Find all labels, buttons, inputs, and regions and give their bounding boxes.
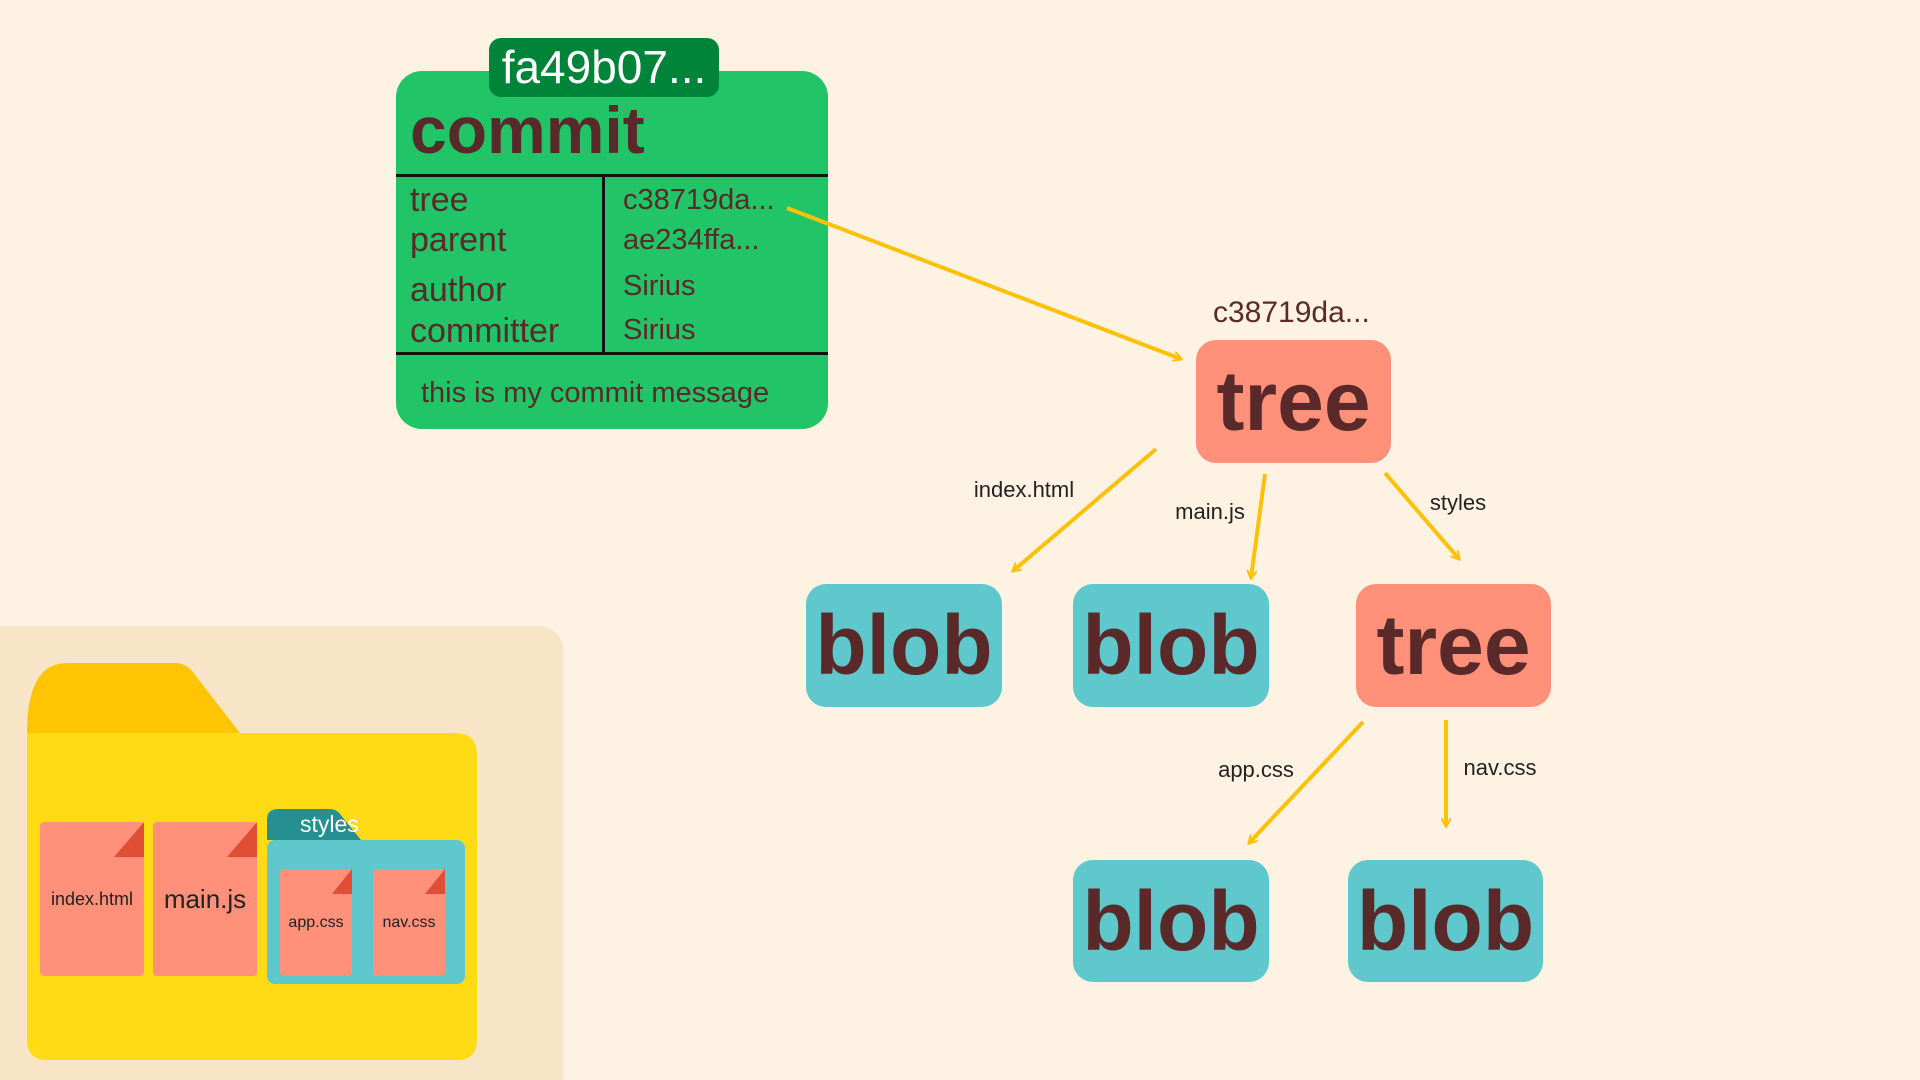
- file-fold-icon: [227, 822, 257, 857]
- file-fold-icon: [332, 869, 352, 894]
- file-label: index.html: [50, 888, 134, 909]
- file-fold-icon: [425, 869, 445, 894]
- divider: [396, 352, 828, 355]
- edge-label-index-html: index.html: [973, 477, 1075, 502]
- divider: [396, 174, 828, 177]
- field-value-author: Sirius: [623, 270, 696, 302]
- blob-node-nav-css: blob: [1348, 860, 1543, 982]
- file-label: app.css: [288, 913, 344, 931]
- arrow-index-html: [1013, 447, 1158, 571]
- edge-label-nav-css: nav.css: [1463, 755, 1537, 780]
- field-key-parent: parent: [410, 221, 507, 259]
- blob-node-main-js: blob: [1073, 584, 1269, 707]
- arrow-commit-to-tree: [786, 206, 1181, 359]
- blob-node-index-html: blob: [806, 584, 1002, 707]
- file-label: main.js: [163, 883, 247, 914]
- file-main-js: main.js: [153, 822, 257, 976]
- blob-node-app-css: blob: [1073, 860, 1269, 982]
- field-key-committer: committer: [410, 312, 560, 350]
- root-tree-hash: c38719da...: [1213, 296, 1370, 329]
- arrow-styles: [1383, 471, 1459, 559]
- file-app-css: app.css: [280, 869, 352, 976]
- root-tree-node: tree: [1196, 340, 1391, 463]
- subfolder-label-styles: styles: [300, 811, 359, 837]
- field-key-author: author: [410, 271, 507, 309]
- edge-label-styles: styles: [1429, 490, 1487, 515]
- commit-hash-badge: fa49b07...: [489, 38, 719, 97]
- commit-object: [396, 71, 828, 429]
- commit-message: this is my commit message: [421, 377, 770, 409]
- file-fold-icon: [114, 822, 144, 857]
- divider: [602, 176, 605, 353]
- file-nav-css: nav.css: [373, 869, 445, 976]
- arrow-main-js: [1251, 473, 1267, 578]
- file-index-html: index.html: [40, 822, 144, 976]
- commit-title: commit: [410, 93, 645, 167]
- field-key-tree: tree: [410, 181, 469, 219]
- edge-label-main-js: main.js: [1175, 499, 1245, 524]
- tree-node-styles: tree: [1356, 584, 1551, 707]
- field-value-parent: ae234ffa...: [623, 224, 760, 256]
- edge-label-app-css: app.css: [1218, 757, 1294, 782]
- field-value-tree: c38719da...: [623, 184, 775, 216]
- file-label: nav.css: [382, 913, 436, 931]
- arrow-app-css: [1249, 720, 1365, 843]
- field-value-committer: Sirius: [623, 314, 696, 346]
